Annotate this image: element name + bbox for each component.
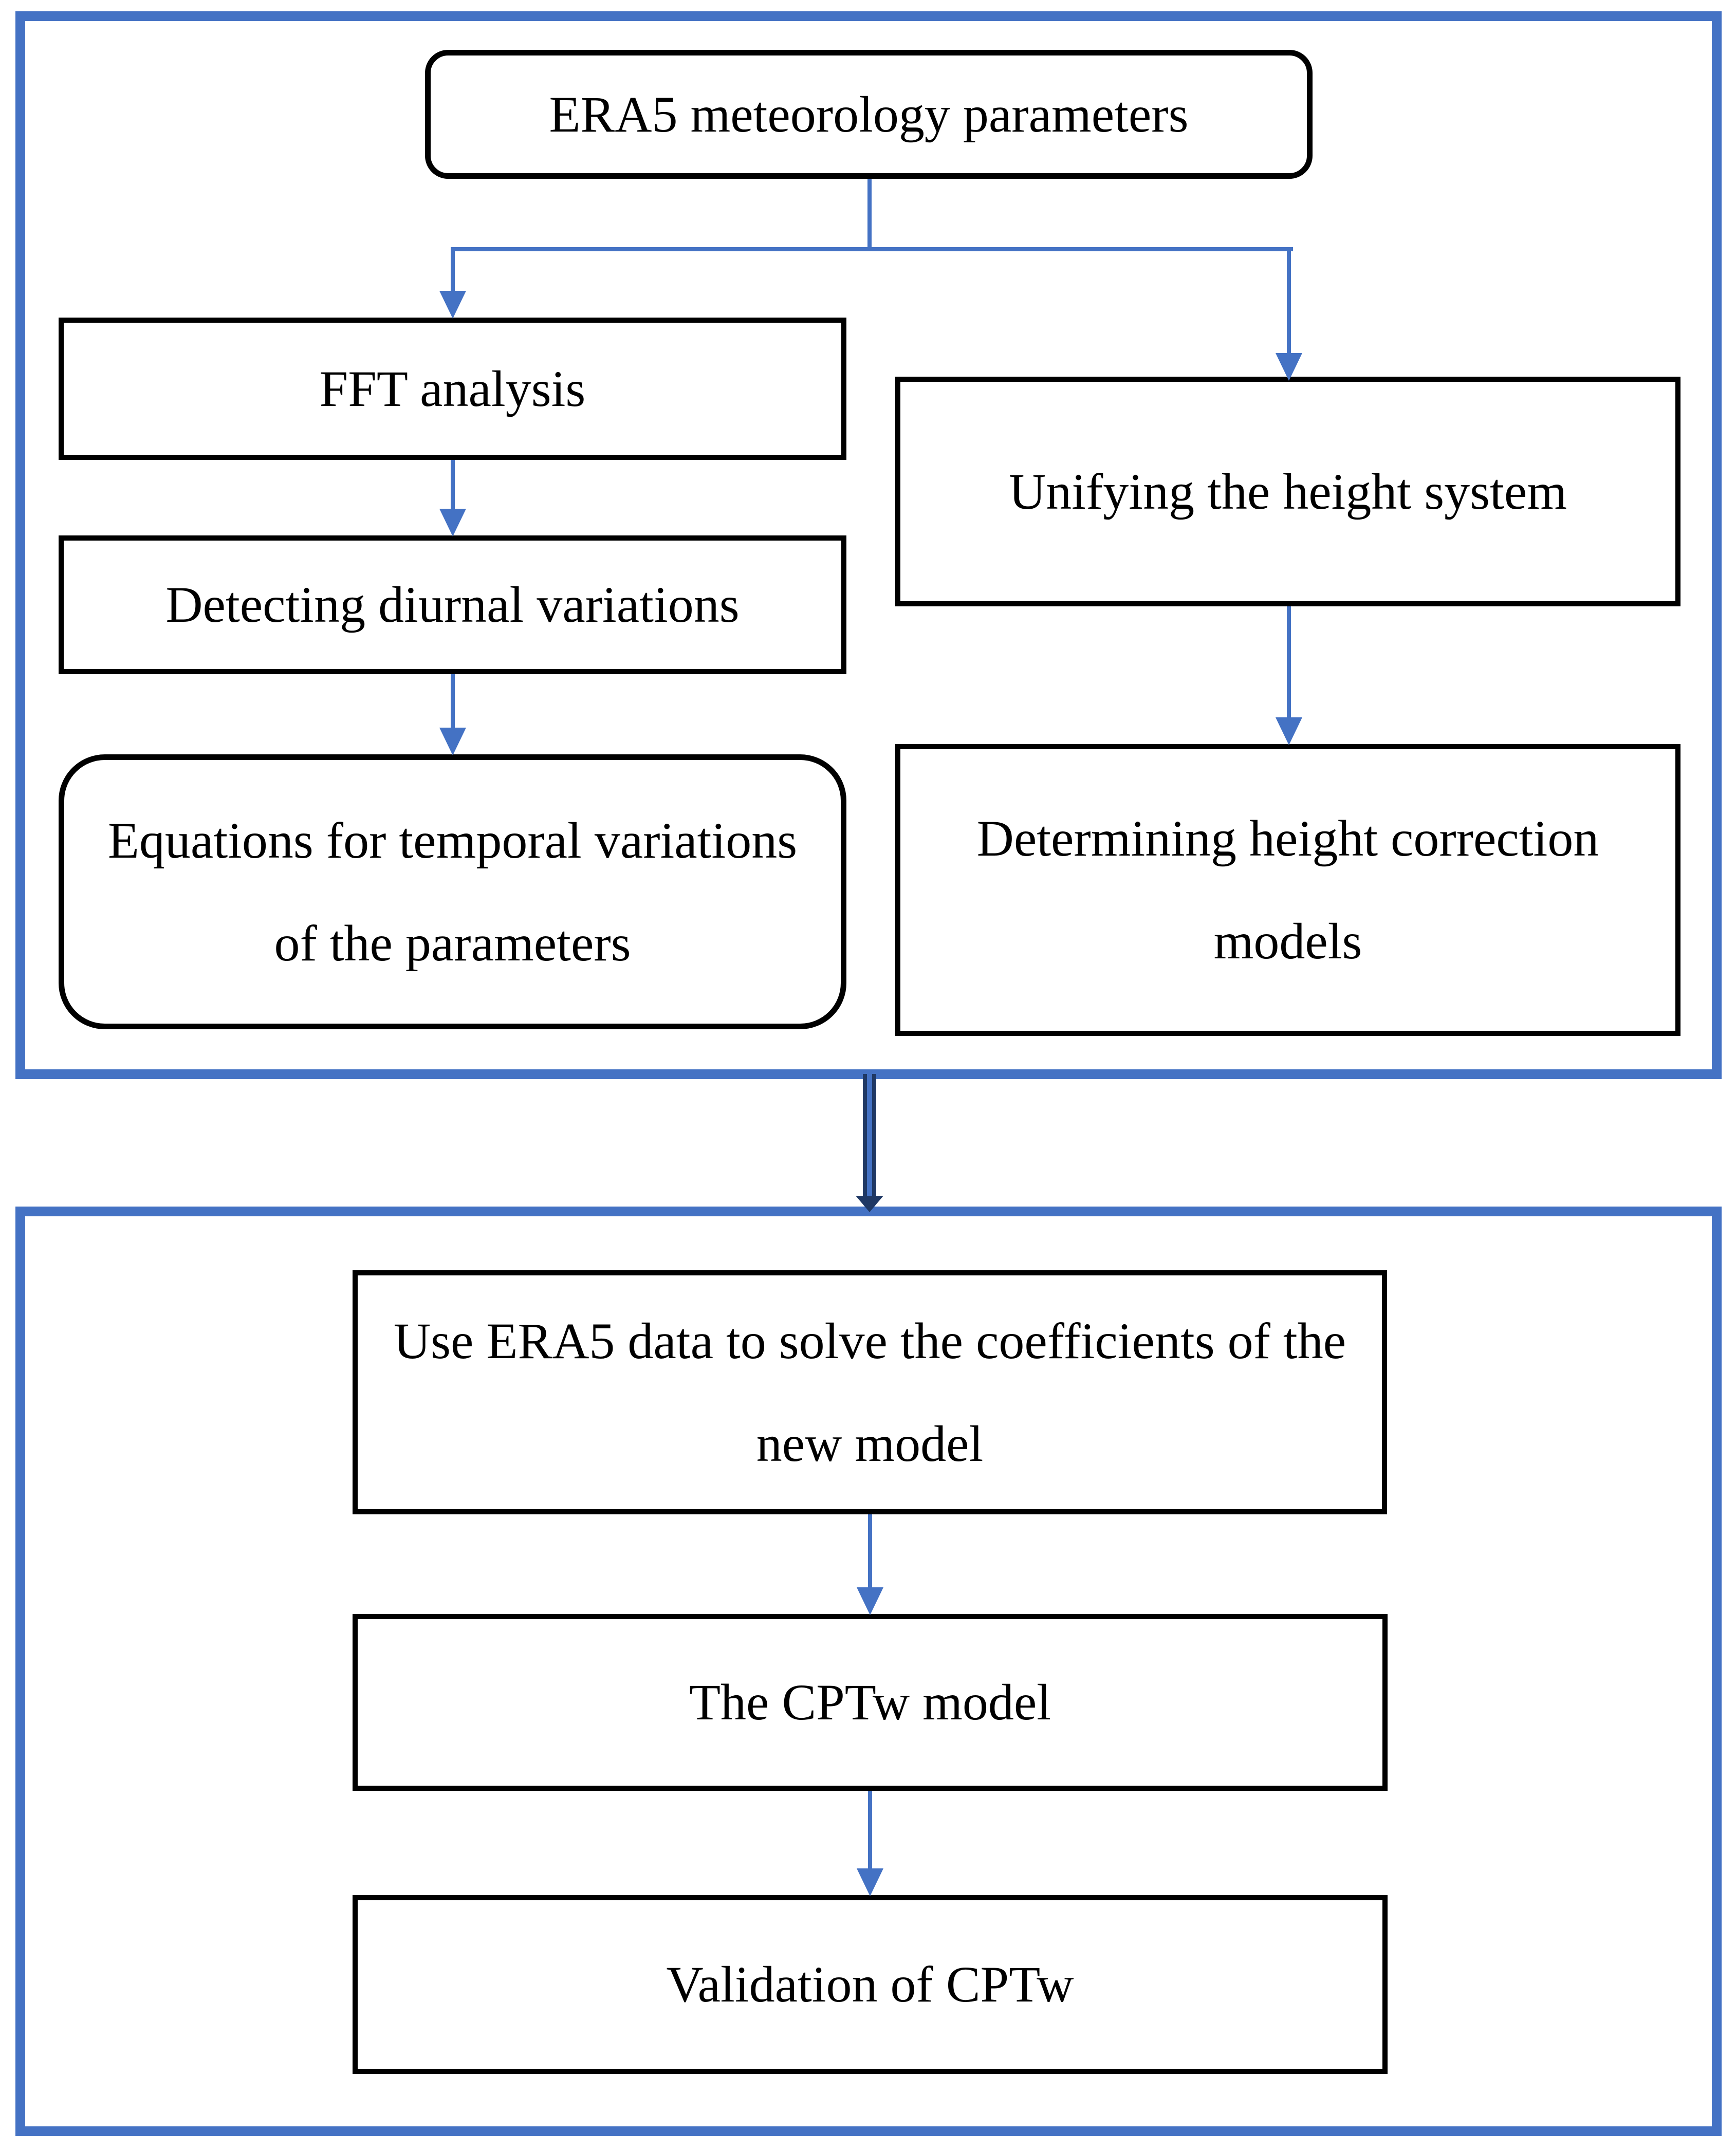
node-temporal-equations-line2: of the parameters bbox=[274, 914, 631, 972]
node-height-correction-models-line2: models bbox=[1213, 913, 1362, 970]
node-era5-parameters-label: ERA5 meteorology parameters bbox=[549, 85, 1189, 143]
arrowhead-to-validation-icon bbox=[857, 1868, 883, 1896]
node-temporal-equations-line1: Equations for temporal variations bbox=[107, 811, 798, 869]
connector-drop-to-unifying-line bbox=[1287, 247, 1291, 356]
connector-drop-to-fft-line bbox=[451, 247, 455, 292]
node-height-correction-models: Determining height correction models bbox=[895, 744, 1680, 1036]
connector-solve-to-cptw-line bbox=[868, 1514, 872, 1589]
node-validation-cptw: Validation of CPTw bbox=[353, 1895, 1388, 2074]
node-solve-coefficients: Use ERA5 data to solve the coefficients … bbox=[353, 1270, 1387, 1514]
arrowhead-to-determining-icon bbox=[1276, 717, 1302, 745]
section-connector-arrow-shaft bbox=[863, 1074, 876, 1196]
connector-detecting-to-equations-line bbox=[451, 674, 455, 730]
node-era5-parameters: ERA5 meteorology parameters bbox=[425, 50, 1313, 179]
node-cptw-model: The CPTw model bbox=[353, 1614, 1388, 1791]
arrowhead-to-cptw-icon bbox=[857, 1587, 883, 1615]
arrowhead-to-unifying-icon bbox=[1276, 353, 1302, 381]
node-fft-analysis: FFT analysis bbox=[59, 318, 846, 460]
node-solve-coefficients-line1: Use ERA5 data to solve the coefficients … bbox=[393, 1312, 1346, 1369]
arrowhead-to-equations-icon bbox=[439, 728, 466, 755]
arrowhead-to-fft-icon bbox=[439, 291, 466, 319]
section-connector-arrowhead-icon bbox=[856, 1196, 883, 1212]
node-solve-coefficients-line2: new model bbox=[756, 1415, 984, 1472]
connector-branch-horizontal-line bbox=[451, 247, 1293, 251]
top-section-frame bbox=[15, 11, 1722, 1079]
node-fft-analysis-label: FFT analysis bbox=[319, 360, 586, 417]
connector-era5-stem-line bbox=[867, 179, 872, 251]
node-unifying-height-system: Unifying the height system bbox=[895, 377, 1680, 606]
connector-unifying-to-determining-line bbox=[1287, 606, 1291, 719]
node-validation-cptw-label: Validation of CPTw bbox=[666, 1956, 1074, 2013]
arrowhead-to-detecting-icon bbox=[439, 509, 466, 536]
node-cptw-model-label: The CPTw model bbox=[689, 1674, 1051, 1731]
node-detecting-diurnal-variations: Detecting diurnal variations bbox=[59, 535, 846, 674]
node-unifying-height-system-label: Unifying the height system bbox=[1009, 462, 1567, 520]
connector-fft-to-detecting-line bbox=[451, 460, 455, 511]
node-height-correction-models-line1: Determining height correction bbox=[976, 810, 1599, 867]
connector-cptw-to-validation-line bbox=[868, 1791, 872, 1870]
bottom-section-frame bbox=[15, 1207, 1722, 2136]
node-detecting-diurnal-variations-label: Detecting diurnal variations bbox=[165, 576, 740, 633]
node-temporal-equations: Equations for temporal variations of the… bbox=[59, 754, 846, 1029]
